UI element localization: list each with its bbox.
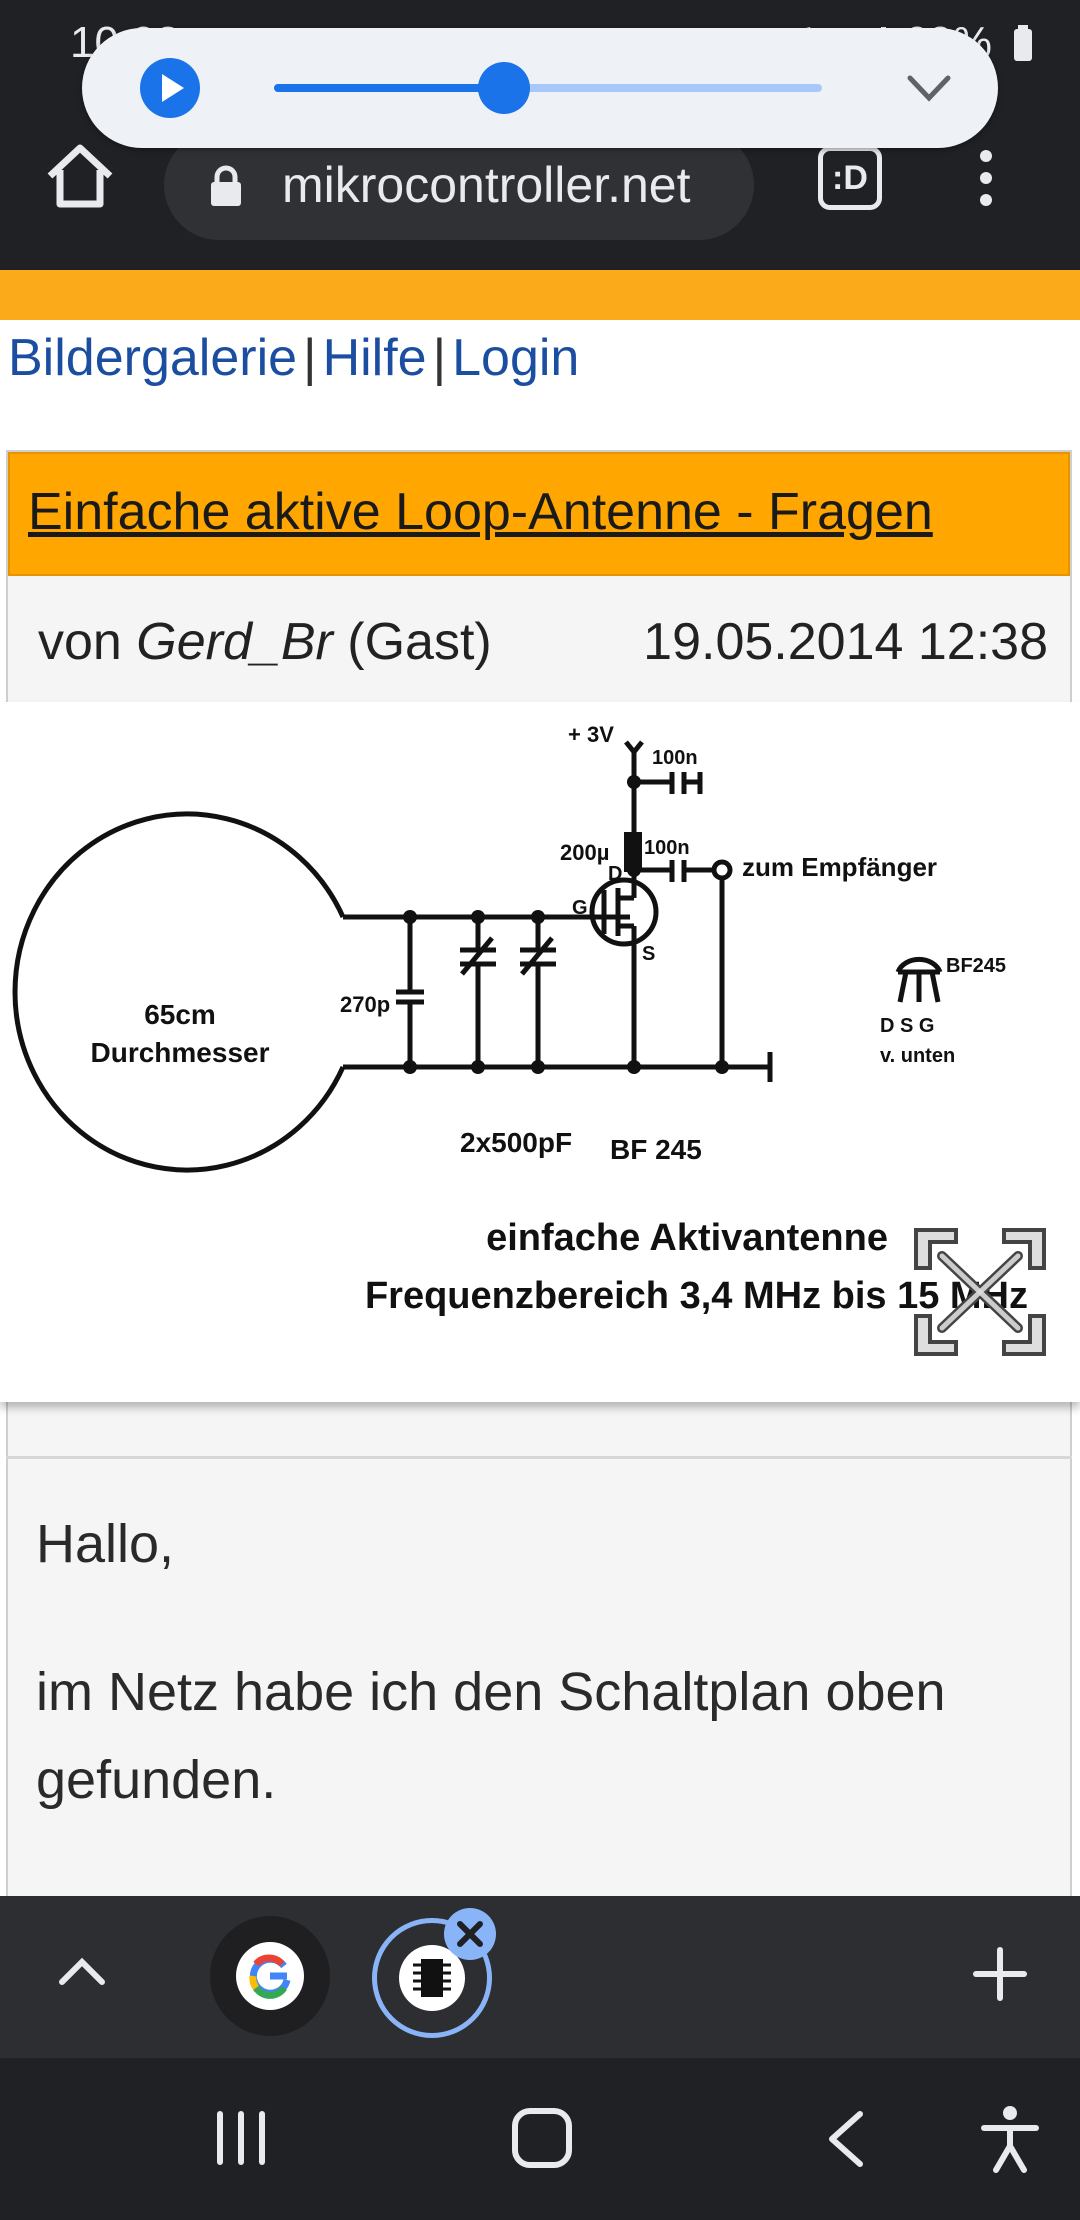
system-nav-bar	[0, 2058, 1080, 2220]
mikrocontroller-favicon	[399, 1945, 465, 2011]
resistor-symbol	[624, 832, 642, 872]
post-divider	[6, 1456, 1072, 1459]
chevron-up-icon[interactable]	[56, 1950, 108, 1994]
post-body: Hallo, im Netz habe ich den Schaltplan o…	[36, 1500, 1046, 1884]
nav-separator: |	[303, 329, 317, 387]
web-content: Bildergalerie|Hilfe|Login Einfache aktiv…	[0, 270, 1080, 1896]
home-icon[interactable]	[44, 140, 116, 212]
media-seek-track[interactable]	[274, 62, 822, 114]
post-paragraph: im Netz habe ich den Schaltplan oben gef…	[36, 1662, 946, 1810]
tab-strip	[0, 1896, 1080, 2058]
pin-g-label: G	[572, 897, 588, 919]
pkg-name-label: BF245	[946, 955, 1006, 977]
expand-icon[interactable]	[912, 1226, 1048, 1358]
pkg-pins-label: D S G	[880, 1015, 934, 1037]
url-text: mikrocontroller.net	[282, 157, 691, 213]
browser-chrome: 10:08 69% mikrocontroller.net :D	[0, 0, 1080, 270]
address-bar[interactable]: mikrocontroller.net	[164, 130, 754, 240]
home-circle-icon[interactable]	[512, 2108, 572, 2168]
google-favicon	[236, 1942, 304, 2010]
r-top-label: 200µ	[560, 840, 609, 865]
vcc-label: + 3V	[568, 722, 614, 747]
post-meta: von Gerd_Br (Gast) 19.05.2014 12:38	[38, 612, 1048, 672]
loop-label-2: Durchmesser	[91, 1037, 270, 1068]
media-control-bar	[82, 28, 998, 148]
media-seek-fill	[274, 84, 505, 92]
post-title-link[interactable]: Einfache aktive Loop-Antenne - Fragen	[28, 483, 933, 541]
recents-icon[interactable]	[212, 2110, 270, 2166]
tab-google[interactable]	[210, 1916, 330, 2036]
site-nav: Bildergalerie|Hilfe|Login	[8, 328, 579, 388]
nav-separator: |	[432, 329, 447, 387]
out-label: zum Empfänger	[742, 852, 937, 882]
loop-label-1: 65cm	[144, 999, 216, 1030]
close-icon[interactable]	[444, 1908, 496, 1960]
post-paragraph: Hallo,	[36, 1514, 175, 1574]
caption-line-1: einfache Aktivantenne	[486, 1217, 888, 1259]
post-date: 19.05.2014 12:38	[643, 613, 1048, 671]
site-header-bar	[0, 270, 1080, 320]
more-vert-icon[interactable]	[966, 146, 1006, 210]
nav-link-bildergalerie[interactable]: Bildergalerie	[8, 329, 298, 387]
chevron-down-icon[interactable]	[906, 68, 952, 108]
nav-link-login[interactable]: Login	[452, 329, 580, 387]
battery-icon	[1014, 25, 1032, 61]
accessibility-icon[interactable]	[980, 2104, 1040, 2174]
c-out-label: 100n	[644, 837, 690, 859]
play-icon[interactable]	[140, 58, 200, 118]
c-trim-label: 270p	[340, 992, 390, 1017]
schematic-image[interactable]: 65cm Durchmesser 270p 2x500pF BF 245 + 3…	[0, 702, 1080, 1402]
lock-icon	[211, 165, 241, 206]
nav-link-hilfe[interactable]: Hilfe	[322, 329, 427, 387]
browser-toolbar: mikrocontroller.net :D	[0, 100, 1080, 260]
post-author[interactable]: Gerd_Br	[136, 613, 333, 671]
c-var-label: 2x500pF	[460, 1127, 572, 1158]
tab-switcher-button[interactable]: :D	[818, 146, 882, 210]
post-title-bar: Einfache aktive Loop-Antenne - Fragen	[8, 452, 1070, 576]
c-top-label: 100n	[652, 747, 698, 769]
caption-line-2: Frequenzbereich 3,4 MHz bis 15 MHz	[365, 1275, 1028, 1317]
pin-d-label: D	[608, 863, 622, 885]
plus-icon[interactable]	[972, 1946, 1028, 2002]
pin-s-label: S	[642, 943, 655, 965]
pkg-view-label: v. unten	[880, 1045, 955, 1067]
back-icon[interactable]	[822, 2110, 868, 2168]
post-by: von	[38, 613, 122, 671]
media-seek-thumb[interactable]	[478, 62, 531, 114]
fet-label: BF 245	[610, 1134, 702, 1165]
post-author-suffix: (Gast)	[347, 613, 492, 671]
schematic-drawing: 65cm Durchmesser 270p 2x500pF BF 245 + 3…	[12, 722, 1028, 1317]
